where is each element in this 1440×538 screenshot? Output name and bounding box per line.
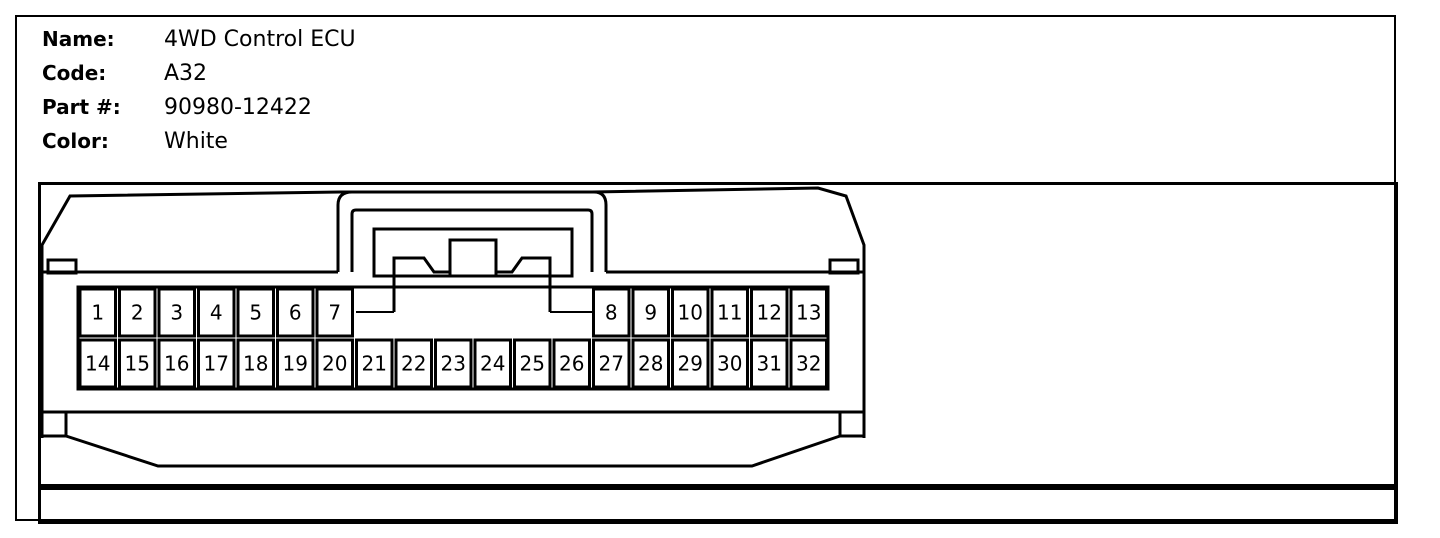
pin-number-label: 3 [170,301,183,325]
left-top-tab [46,258,78,275]
right-bottom-tab [838,410,866,438]
pin-number-label: 29 [678,352,703,376]
latch-housing-outer [336,190,608,272]
pin-number-label: 31 [757,352,782,376]
pin-cell [592,338,631,389]
pin-cell [197,338,236,389]
code-row: Code: A32 [42,56,356,90]
pin-cell [118,338,157,389]
color-row: Color: White [42,124,356,158]
color-label: Color: [42,129,109,153]
pin-cell [157,287,196,338]
pin-number-label: 4 [210,301,223,325]
pin-cell [355,338,394,389]
pin-number-label: 24 [480,352,505,376]
pin-cell [513,338,552,389]
pin-cell [789,338,828,389]
part-value: 90980-12422 [164,94,312,120]
pin-number-label: 21 [362,352,387,376]
pin-number-label: 19 [283,352,308,376]
pin-cell [592,287,631,338]
code-label: Code: [42,61,107,85]
pin-block [76,285,830,391]
pin-number-label: 23 [441,352,466,376]
pin-cell [789,287,828,338]
pin-number-label: 2 [131,301,144,325]
left-bottom-tab [40,410,68,438]
latch-left-ramp [392,256,450,312]
pin-cell [631,338,670,389]
pin-number-label: 30 [717,352,742,376]
name-row: Name: 4WD Control ECU [42,22,356,56]
pin-number-label: 10 [678,301,703,325]
pin-number-label: 27 [599,352,624,376]
name-value: 4WD Control ECU [164,26,356,52]
pin-number-label: 5 [249,301,262,325]
pin-cell [118,287,157,338]
pin-number-label: 11 [717,301,742,325]
part-row: Part #: 90980-12422 [42,90,356,124]
color-value: White [164,128,228,154]
pin-cell [157,338,196,389]
pin-number-label: 6 [289,301,302,325]
pin-cell [710,338,749,389]
latch-housing-inner [350,208,594,272]
pin-cell [315,338,354,389]
pin-number-label: 25 [520,352,545,376]
pin-cell [315,287,354,338]
pin-number-label: 9 [644,301,657,325]
pin-cell [750,287,789,338]
pin-cell [671,338,710,389]
pin-number-label: 13 [796,301,821,325]
pin-cell [750,338,789,389]
pin-cell [78,287,117,338]
latch-tab [448,238,498,278]
pin-cell [78,338,117,389]
diagram-frame [38,182,1398,524]
code-value: A32 [164,60,208,86]
pin-cell [197,287,236,338]
pin-cell [473,338,512,389]
latch-right-ramp [496,256,552,312]
name-label: Name: [42,27,115,51]
pin-number-label: 15 [125,352,150,376]
connector-info: Name: 4WD Control ECU Code: A32 Part #: … [42,22,356,158]
pin-number-label: 28 [638,352,663,376]
pin-number-label: 17 [204,352,229,376]
pin-cell [394,338,433,389]
pin-number-label: 16 [164,352,189,376]
pin-number-label: 32 [796,352,821,376]
pin-number-label: 20 [322,352,347,376]
pin-cell [552,338,591,389]
pin-number-label: 26 [559,352,584,376]
pin-cell [276,287,315,338]
pin-number-label: 22 [401,352,426,376]
bottom-band [38,484,1398,490]
pin-cell [710,287,749,338]
pin-number-label: 7 [328,301,341,325]
pin-cell [236,287,275,338]
pin-number-label: 1 [91,301,104,325]
part-label: Part #: [42,95,121,119]
pin-number-label: 12 [757,301,782,325]
pin-number-label: 14 [85,352,110,376]
pin-number-label: 18 [243,352,268,376]
connector-bottom-skirt [65,434,841,468]
pin-cell [631,287,670,338]
pin-cell [276,338,315,389]
pin-cell [236,338,275,389]
pin-cell [671,287,710,338]
pin-number-label: 8 [605,301,618,325]
right-top-tab [828,258,860,275]
pin-cell [434,338,473,389]
